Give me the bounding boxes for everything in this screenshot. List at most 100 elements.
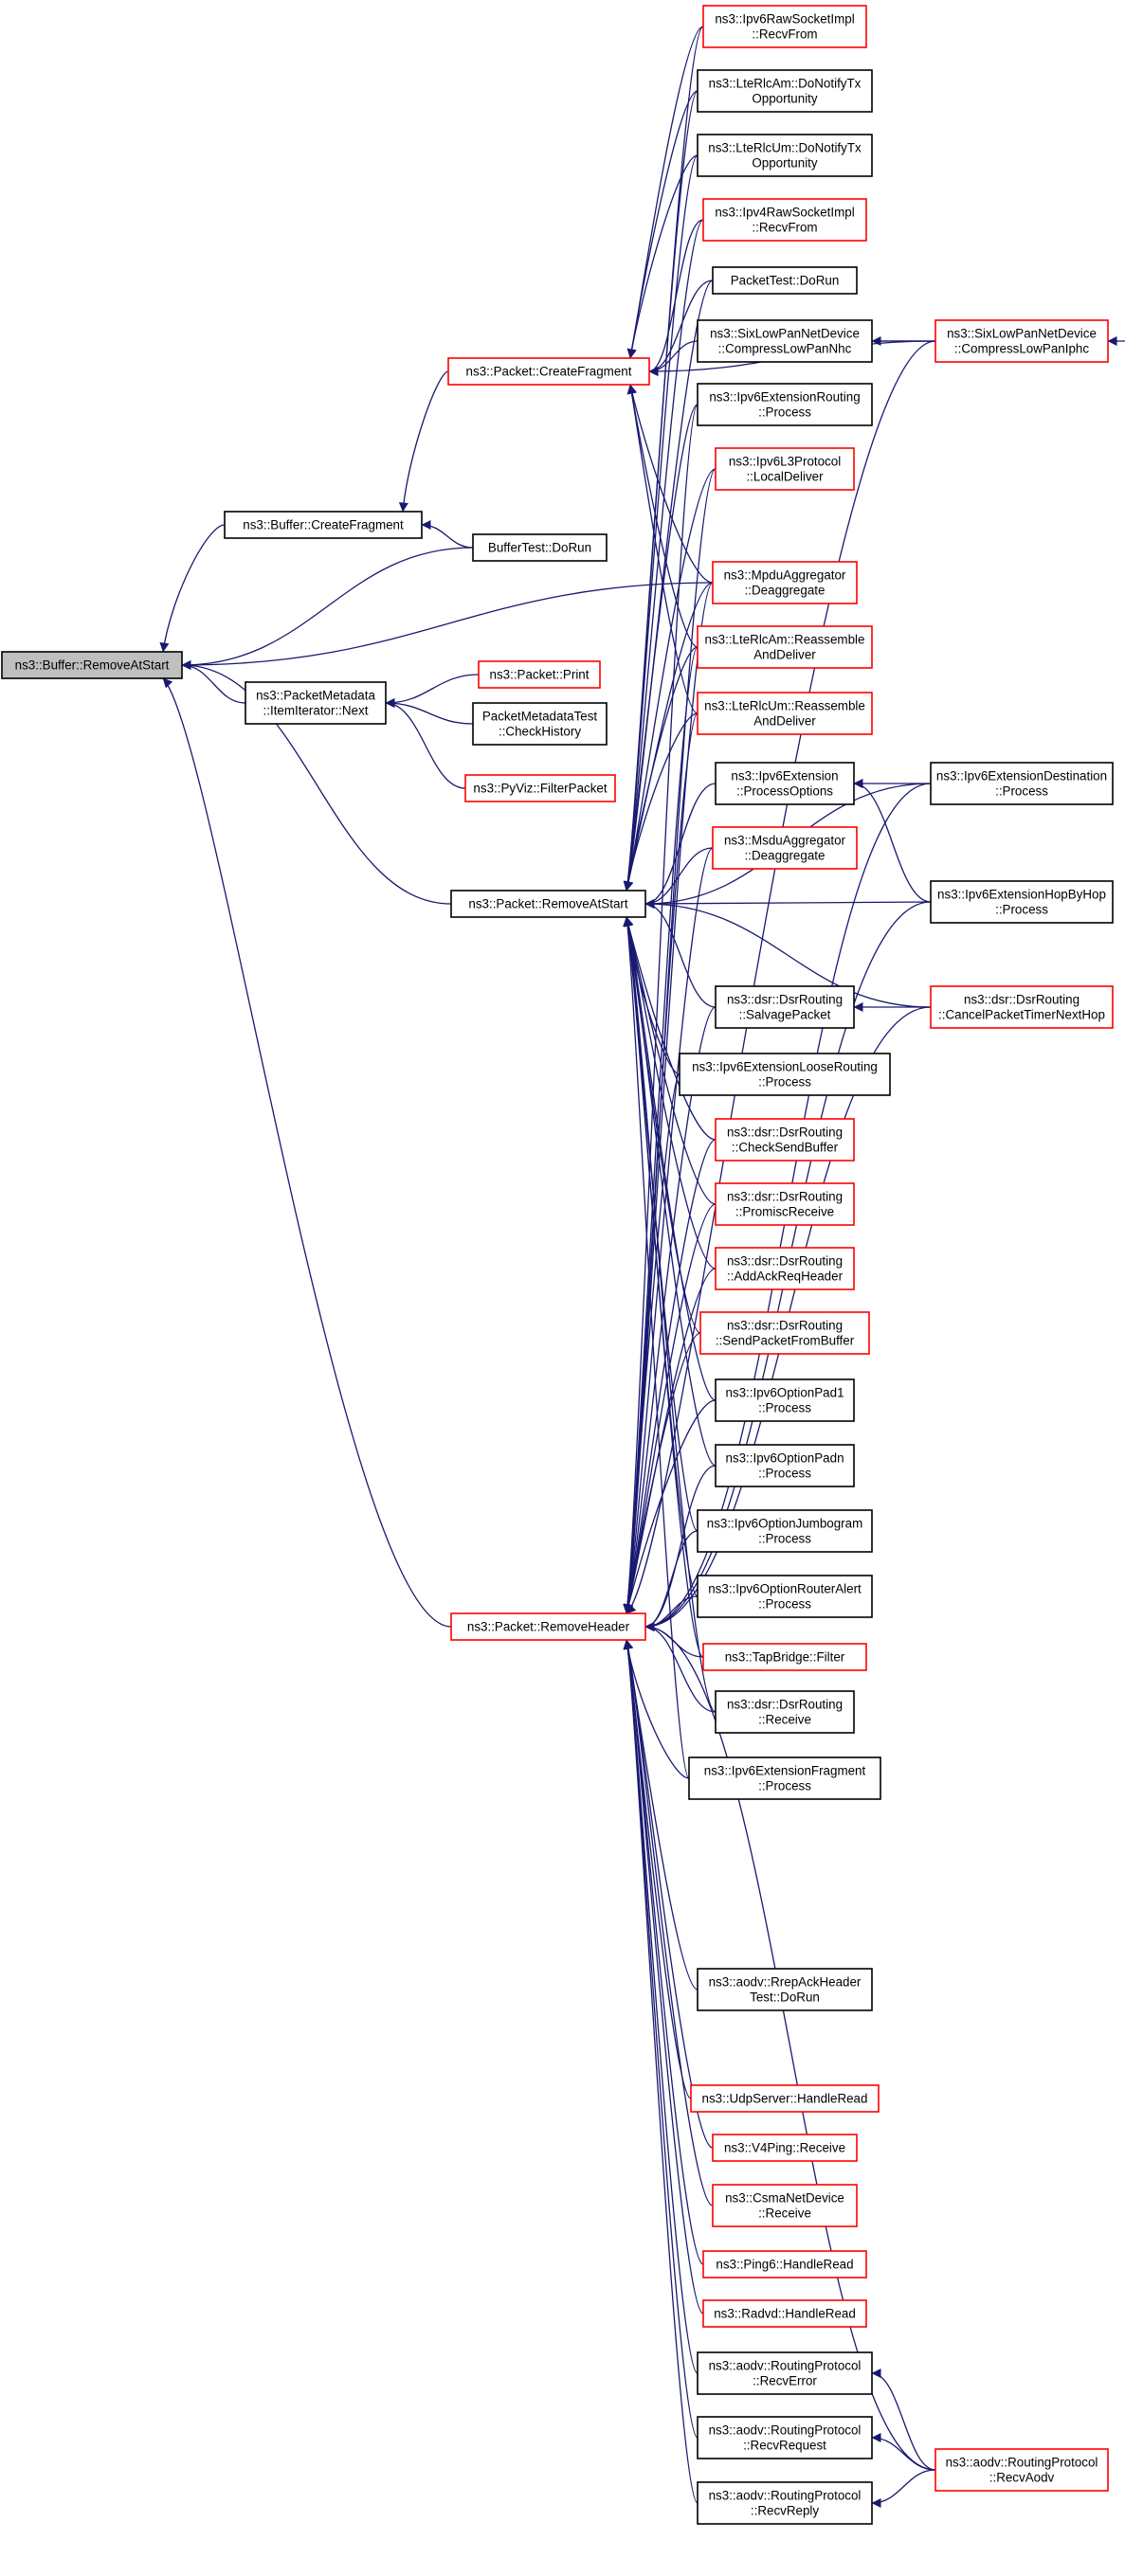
call-edge-dsr_recv-to-pkt_ras <box>624 916 717 1713</box>
call-edge-buf_cf-to-root <box>159 524 226 653</box>
node-tapbridge[interactable]: ns3::TapBridge::Filter <box>702 1643 867 1671</box>
node-label-line: ns3::Ping6::HandleRead <box>716 2258 853 2272</box>
node-dsr-promisc[interactable]: ns3::dsr::DsrRouting::PromiscReceive <box>715 1182 855 1226</box>
node-label-line: AndDeliver <box>753 648 816 662</box>
call-edge-ipv6loose-to-pkt_rh <box>623 1073 680 1614</box>
node-label-line: ns3::aodv::RoutingProtocol <box>709 2489 862 2503</box>
call-edge-lterlcum_re-to-pkt_ras <box>623 712 699 892</box>
call-edge-pkttest-to-pkt_ras <box>624 279 714 892</box>
node-box <box>715 1247 855 1290</box>
node-ipv6extdest[interactable]: ns3::Ipv6ExtensionDestination::Process <box>930 762 1114 805</box>
node-box <box>715 1118 855 1162</box>
call-edge-aodv_err-to-pkt_rh <box>623 1639 699 2374</box>
node-v4ping[interactable]: ns3::V4Ping::Receive <box>712 2134 858 2162</box>
node-pkt-ras[interactable]: ns3::Packet::RemoveAtStart <box>450 890 646 918</box>
node-box <box>697 1509 873 1553</box>
node-jumbo[interactable]: ns3::Ipv6OptionJumbogram::Process <box>697 1509 873 1553</box>
node-label-line: ns3::SixLowPanNetDevice <box>947 327 1097 341</box>
node-label-line: ::PromiscReceive <box>735 1205 834 1219</box>
node-aodv-req[interactable]: ns3::aodv::RoutingProtocol::RecvRequest <box>697 2416 873 2459</box>
node-aodv-reply[interactable]: ns3::aodv::RoutingProtocol::RecvReply <box>697 2481 873 2525</box>
node-pkt-rh[interactable]: ns3::Packet::RemoveHeader <box>450 1612 646 1641</box>
node-box <box>697 1575 873 1618</box>
node-buf-cf[interactable]: ns3::Buffer::CreateFragment <box>224 511 423 539</box>
node-label-line: ns3::Ipv6ExtensionDestination <box>936 769 1107 784</box>
node-pyviz[interactable]: ns3::PyViz::FilterPacket <box>464 774 616 802</box>
node-ipv6hop[interactable]: ns3::Ipv6ExtensionHopByHop::Process <box>930 880 1114 924</box>
node-label-line: ns3::aodv::RoutingProtocol <box>709 2423 862 2438</box>
node-label-line: ns3::Packet::CreateFragment <box>466 365 632 379</box>
node-sixiphc[interactable]: ns3::SixLowPanNetDevice::CompressLowPanI… <box>934 319 1109 363</box>
call-edge-radvd-to-pkt_rh <box>623 1639 704 2315</box>
node-label-line: ::Process <box>995 784 1048 799</box>
node-label-line: ::RecvError <box>753 2374 817 2388</box>
node-label-line: ::Process <box>758 405 811 420</box>
node-label-line: ns3::PyViz::FilterPacket <box>473 782 607 796</box>
node-label-line: ::CancelPacketTimerNextHop <box>938 1008 1105 1022</box>
call-edge-ipv6hop-to-ipv6ext_po <box>853 779 932 903</box>
node-label-line: ns3::MsduAggregator <box>724 834 846 848</box>
node-csma[interactable]: ns3::CsmaNetDevice::Receive <box>712 2184 858 2227</box>
node-buftest[interactable]: BufferTest::DoRun <box>472 533 608 562</box>
node-ipv6l3[interactable]: ns3::Ipv6L3Protocol::LocalDeliver <box>715 447 855 491</box>
node-pmtest[interactable]: PacketMetadataTest::CheckHistory <box>472 702 608 746</box>
node-pm-next[interactable]: ns3::PacketMetadata::ItemIterator::Next <box>245 681 387 725</box>
node-label-line: Opportunity <box>752 92 818 106</box>
node-ipv6extrouting[interactable]: ns3::Ipv6ExtensionRouting::Process <box>697 383 873 426</box>
node-label-line: ::LocalDeliver <box>746 470 824 484</box>
node-label-line: ns3::dsr::DsrRouting <box>727 1698 843 1712</box>
node-msdu[interactable]: ns3::MsduAggregator::Deaggregate <box>712 826 858 870</box>
node-label-line: BufferTest::DoRun <box>488 541 591 555</box>
node-root[interactable]: ns3::Buffer::RemoveAtStart <box>1 651 183 679</box>
node-dsr-salvage[interactable]: ns3::dsr::DsrRouting::SalvagePacket <box>715 985 855 1029</box>
node-sixnhc[interactable]: ns3::SixLowPanNetDevice::CompressLowPanN… <box>697 319 873 363</box>
call-edge-buftest-to-root <box>181 547 474 670</box>
node-label-line: ::RecvAodv <box>989 2471 1055 2485</box>
node-label-line: ns3::UdpServer::HandleRead <box>702 2092 868 2106</box>
node-dsr-cancel[interactable]: ns3::dsr::DsrRouting::CancelPacketTimerN… <box>930 985 1114 1029</box>
node-label-line: ::Process <box>758 1467 811 1481</box>
node-box <box>697 134 873 177</box>
node-pkt-cf[interactable]: ns3::Packet::CreateFragment <box>447 357 650 386</box>
node-dsr-send[interactable]: ns3::dsr::DsrRouting::SendPacketFromBuff… <box>699 1311 870 1355</box>
node-box <box>930 880 1114 924</box>
node-pkttest[interactable]: PacketTest::DoRun <box>712 266 858 295</box>
node-label-line: ::Process <box>758 1401 811 1415</box>
node-ping6[interactable]: ns3::Ping6::HandleRead <box>702 2250 867 2279</box>
node-ralert[interactable]: ns3::Ipv6OptionRouterAlert::Process <box>697 1575 873 1618</box>
call-edge-mpdu-to-root <box>181 582 714 670</box>
node-box <box>697 383 873 426</box>
node-dsr-addack[interactable]: ns3::dsr::DsrRouting::AddAckReqHeader <box>715 1247 855 1290</box>
node-ipv6frag[interactable]: ns3::Ipv6ExtensionFragment::Process <box>688 1756 881 1800</box>
node-ipv6loose[interactable]: ns3::Ipv6ExtensionLooseRouting::Process <box>679 1053 891 1096</box>
node-pad1[interactable]: ns3::Ipv6OptionPad1::Process <box>715 1378 855 1422</box>
call-edge-pad1-to-pkt_ras <box>624 916 717 1401</box>
node-box <box>715 762 855 805</box>
call-edge-tapbridge-to-pkt_ras <box>623 916 704 1658</box>
call-edge-pkt_rh-to-root <box>162 677 452 1628</box>
call-edge-dsr_check-to-pkt_ras <box>624 916 717 1141</box>
node-radvd[interactable]: ns3::Radvd::HandleRead <box>702 2299 867 2328</box>
node-dsr-recv[interactable]: ns3::dsr::DsrRouting::Receive <box>715 1690 855 1734</box>
node-padn[interactable]: ns3::Ipv6OptionPadn::Process <box>715 1444 855 1487</box>
node-ipv6ext-po[interactable]: ns3::Ipv6Extension::ProcessOptions <box>715 762 855 805</box>
node-label-line: Opportunity <box>752 156 818 171</box>
node-mpdu[interactable]: ns3::MpduAggregator::Deaggregate <box>712 561 858 604</box>
node-label-line: PacketTest::DoRun <box>731 274 840 288</box>
node-pkt-print[interactable]: ns3::Packet::Print <box>478 660 601 689</box>
node-box <box>712 561 858 604</box>
node-label-line: ::RecvFrom <box>752 221 817 235</box>
node-label-line: ns3::Buffer::RemoveAtStart <box>15 658 170 673</box>
node-ipv4raw[interactable]: ns3::Ipv4RawSocketImpl::RecvFrom <box>702 198 867 242</box>
node-aodv-err[interactable]: ns3::aodv::RoutingProtocol::RecvError <box>697 2351 873 2395</box>
node-dsr-check[interactable]: ns3::dsr::DsrRouting::CheckSendBuffer <box>715 1118 855 1162</box>
node-aodv-adv[interactable]: ns3::aodv::RoutingProtocol::RecvAodv <box>934 2448 1109 2492</box>
node-udpserver[interactable]: ns3::UdpServer::HandleRead <box>690 2084 880 2113</box>
node-box <box>715 1182 855 1226</box>
node-ipv6raw[interactable]: ns3::Ipv6RawSocketImpl::RecvFrom <box>702 5 867 48</box>
